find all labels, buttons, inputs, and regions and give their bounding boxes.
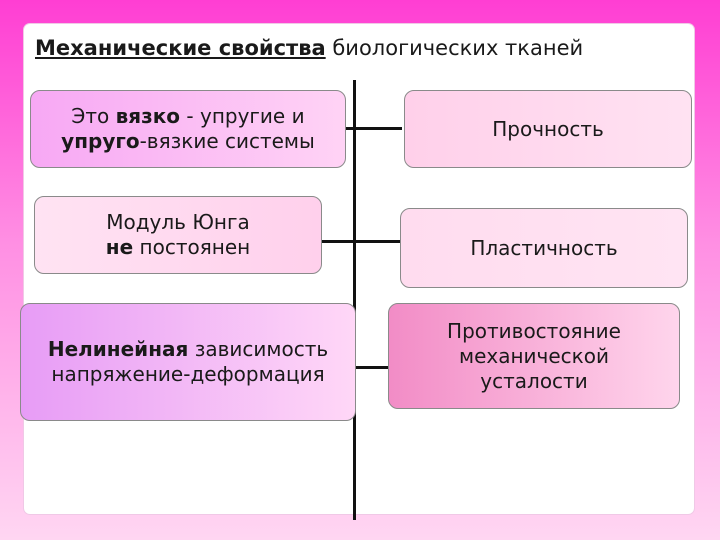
property-box-nonlinear: Нелинейная зависимость напряжение-деформ… bbox=[20, 303, 356, 421]
property-box-fatigue-resistance: Противостояние механической усталости bbox=[388, 303, 680, 409]
property-box-plasticity: Пластичность bbox=[400, 208, 688, 288]
property-box-young-modulus: Модуль Юнга не постоянен bbox=[34, 196, 322, 274]
connector-row-3 bbox=[356, 366, 388, 369]
connector-row-1 bbox=[330, 127, 402, 130]
property-box-viscoelastic: Это вязко - упругие и упруго-вязкие сист… bbox=[30, 90, 346, 168]
connector-row-2 bbox=[322, 240, 400, 243]
vertical-connector bbox=[353, 80, 356, 520]
property-box-strength: Прочность bbox=[404, 90, 692, 168]
page-title: Механические свойства биологических ткан… bbox=[35, 36, 584, 60]
